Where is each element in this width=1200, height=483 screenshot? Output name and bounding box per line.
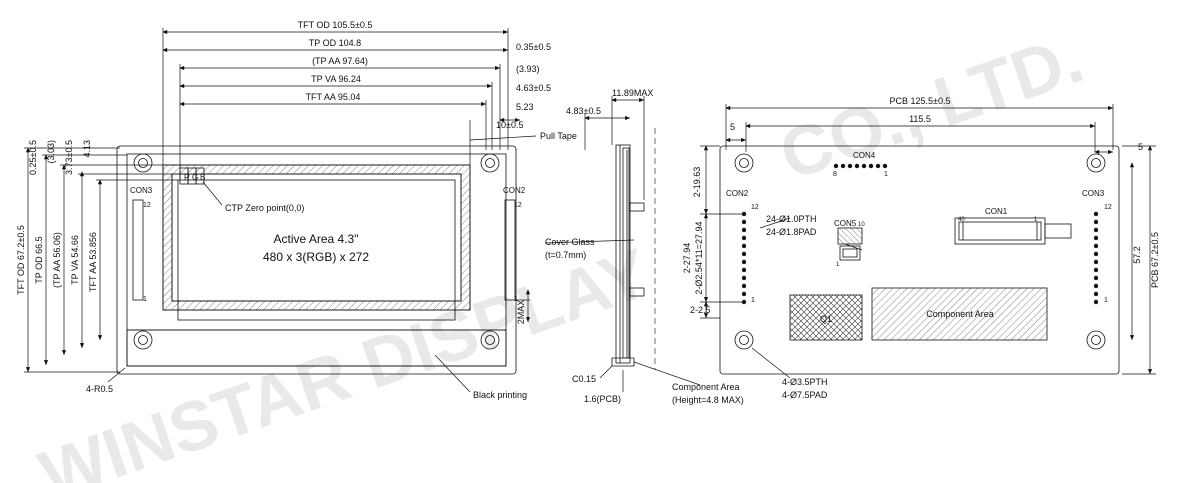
label-screw-pad: 4-Ø7.5PAD	[782, 390, 828, 400]
active-area-resolution: 480 x 3(RGB) x 272	[263, 250, 369, 264]
label-con2-pin1: 1	[514, 296, 518, 303]
dim-top-right-0: 0.35±0.5	[516, 42, 551, 52]
label-component-area-back: Component Area	[926, 309, 994, 319]
label-component-area-height: (Height=4.8 MAX)	[672, 395, 744, 405]
label-rgb-b: B	[200, 173, 205, 182]
dim-chamfer: C0.15	[572, 374, 596, 384]
label-con4-pin8: 8	[833, 171, 837, 178]
label-con1-pin40: 40	[958, 217, 965, 223]
dim-back-left-2: 2-Ø2.54*11=27.94	[694, 221, 704, 294]
dim-tft-aa-left: TFT AA 53.856	[88, 232, 98, 292]
label-con5: CON5	[834, 219, 857, 228]
label-black-printing: Black printing	[473, 390, 527, 400]
dim-2max: 2MAX	[516, 300, 526, 325]
label-rgb-r: R	[184, 173, 190, 182]
dim-pcb-width: PCB 125.5±0.5	[890, 96, 951, 106]
dim-tft-aa-top: TFT AA 95.04	[306, 92, 361, 102]
label-screw-pth: 4-Ø3.5PTH	[782, 377, 828, 387]
dim-back-left-3: 2-2.5	[690, 305, 711, 315]
label-hole-pth: 24-Ø1.0PTH	[766, 214, 817, 224]
label-rgb-g: G	[192, 173, 198, 182]
label-con2-back-pin1: 1	[751, 297, 755, 304]
dim-tp-od-top: TP OD 104.8	[309, 38, 361, 48]
dim-left-small-3: 4.13	[82, 140, 92, 158]
label-con2-back: CON2	[726, 189, 749, 198]
dim-tp-aa-top: (TP AA 97.64)	[312, 56, 368, 66]
dim-pcb-hole-height: 57.2	[1132, 246, 1142, 264]
dim-thickness-max: 11.89MAX	[612, 88, 653, 98]
label-corner-radius: 4-R0.5	[86, 384, 113, 394]
label-cover-glass-thickness: (t=0.7mm)	[545, 250, 586, 260]
dim-top-right-2: 4.63±0.5	[516, 83, 551, 93]
label-con1: CON1	[985, 207, 1008, 216]
label-con3-back-pin12: 12	[1104, 204, 1112, 211]
label-pull-tape: Pull Tape	[540, 131, 577, 141]
label-con4-pin1: 1	[884, 171, 888, 178]
label-con4: CON4	[853, 151, 876, 160]
dim-tft-od-top: TFT OD 105.5±0.5	[298, 20, 373, 30]
label-cover-glass: Cover Glass	[545, 237, 595, 247]
label-con1-pin1: 1	[1034, 217, 1038, 223]
label-con2-pin12: 12	[514, 202, 522, 209]
dim-tp-va-top: TP VA 96.24	[311, 74, 361, 84]
label-con3-pin1: 1	[143, 296, 147, 303]
dim-pcb-edge-left: 5	[730, 122, 735, 132]
dim-pcb-thickness: 1.6(PCB)	[584, 394, 621, 404]
dim-tft-od-left: TFT OD 67.2±0.5	[16, 225, 26, 295]
label-con5-pin1: 1	[836, 262, 840, 268]
active-area-title: Active Area 4.3"	[274, 232, 359, 246]
dim-top-right-4: 10±0.5	[496, 120, 523, 130]
label-con3-front: CON3	[130, 186, 153, 195]
dim-glass-offset: 4.83±0.5	[566, 106, 601, 116]
label-q1: Q1	[820, 314, 832, 324]
label-con3-back-pin1: 1	[1104, 297, 1108, 304]
label-con3-pin12: 12	[143, 202, 151, 209]
dim-tp-od-left: TP OD 66.5	[34, 236, 44, 283]
label-hole-pad: 24-Ø1.8PAD	[766, 227, 817, 237]
dim-back-left-0: 2-19.63	[692, 167, 702, 198]
label-con5-pin10: 10	[858, 222, 865, 228]
label-con2-back-pin12: 12	[751, 204, 759, 211]
dim-pcb-height: PCB 67.2±0.5	[1150, 232, 1160, 288]
dim-pcb-edge-right: 5	[1138, 142, 1143, 152]
dim-tp-va-left: TP VA 54.66	[70, 235, 80, 285]
dim-tp-aa-left: (TP AA 56.06)	[52, 232, 62, 288]
dim-top-right-1: (3.93)	[516, 64, 540, 74]
label-component-area-side: Component Area	[672, 382, 740, 392]
dim-back-left-1: 2-27.94	[682, 243, 692, 274]
label-con2-front: CON2	[503, 186, 526, 195]
dim-top-right-3: 5.23	[516, 102, 534, 112]
dim-left-small-2: 3.73±0.5	[64, 140, 74, 175]
label-con3-back: CON3	[1082, 189, 1105, 198]
dim-left-small-1: (3.03)	[46, 140, 56, 164]
dim-left-small-0: 0.25±0.5	[28, 140, 38, 175]
label-ctp-zero-point: CTP Zero point(0,0)	[225, 203, 304, 213]
dim-pcb-hole-span: 115.5	[909, 114, 931, 124]
